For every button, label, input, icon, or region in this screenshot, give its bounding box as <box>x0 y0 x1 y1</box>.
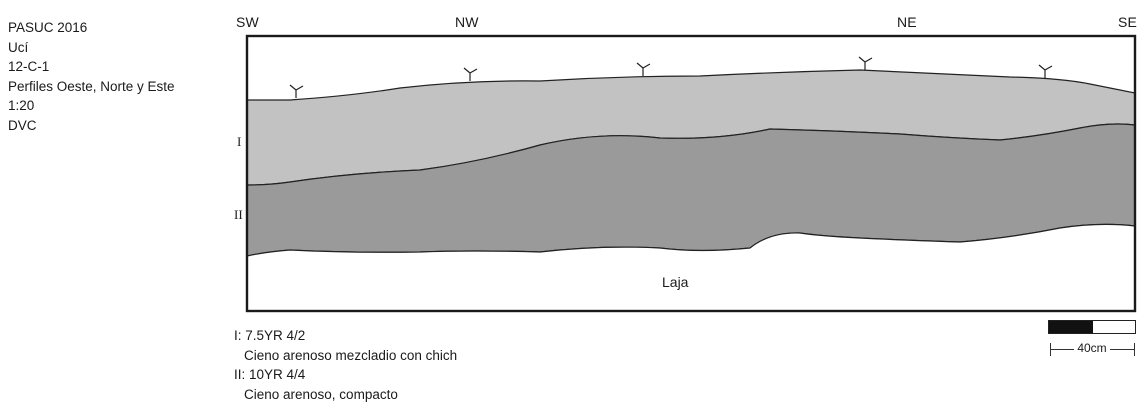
profile-description: Perfiles Oeste, Norte y Este <box>8 78 175 94</box>
direction-sw: SW <box>236 14 259 30</box>
scale-bar-graphic <box>1048 320 1136 334</box>
site-name: Ucí <box>8 39 29 55</box>
vegetation-markers <box>289 56 1053 98</box>
profile-frame <box>245 34 1137 313</box>
soil-legend: I: 7.5YR 4/2 Cieno arenoso mezcladio con… <box>234 326 457 404</box>
drawing-scale: 1:20 <box>8 98 35 113</box>
grass-mark-3 <box>636 62 651 76</box>
scale-bar-black-segment <box>1049 321 1093 333</box>
scale-bar: 40cm <box>1046 318 1138 366</box>
scale-label-wrap: 40cm <box>1046 341 1138 355</box>
legend-layer-i-description: Cieno arenoso mezcladio con chich <box>244 347 458 363</box>
project-name: PASUC 2016 <box>8 20 88 35</box>
legend-layer-i-code: I: 7.5YR 4/2 <box>234 328 306 343</box>
scale-bar-white-segment <box>1093 321 1135 333</box>
scale-tick-left <box>1050 343 1051 356</box>
legend-layer-ii-code: II: 10YR 4/4 <box>234 367 306 382</box>
scale-tick-right <box>1134 343 1135 356</box>
legend-layer-ii-description: Cieno arenoso, compacto <box>244 386 398 402</box>
profile-metadata: PASUC 2016 Ucí 12-C-1 Perfiles Oeste, No… <box>8 18 175 135</box>
author-initials: DVC <box>8 117 37 133</box>
unit-id: 12-C-1 <box>8 59 50 74</box>
layer-ii-label: II <box>234 207 243 222</box>
laja-label: Laja <box>662 274 689 290</box>
grass-mark-4 <box>858 56 873 70</box>
layer-i-label: I <box>237 134 242 149</box>
direction-ne: NE <box>897 14 917 30</box>
direction-se: SE <box>1118 14 1138 30</box>
grass-mark-1 <box>289 84 304 98</box>
direction-nw: NW <box>455 14 479 30</box>
laja-base-fill <box>246 223 1136 312</box>
grass-mark-2 <box>463 67 478 81</box>
grass-mark-5 <box>1038 64 1053 78</box>
scale-label: 40cm <box>1074 341 1110 355</box>
